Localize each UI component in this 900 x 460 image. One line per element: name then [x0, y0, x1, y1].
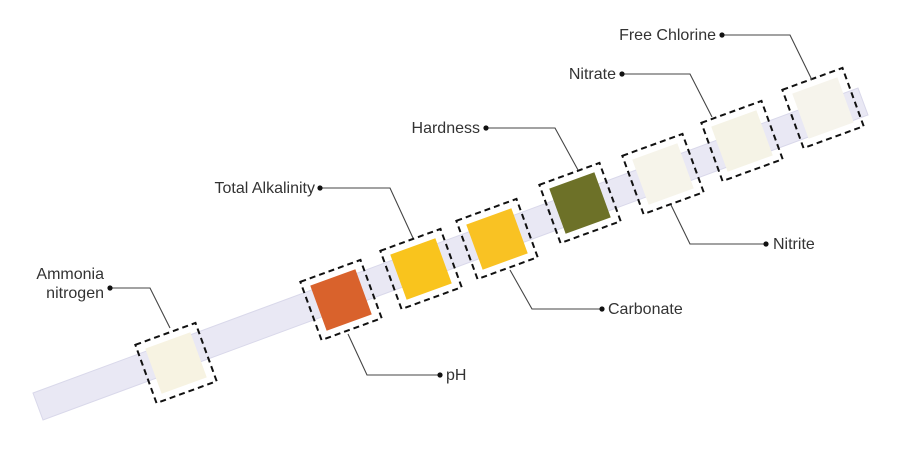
dashed-box-ph [299, 258, 383, 342]
pad-total-alkalinity-group [379, 227, 463, 311]
label-nitrate: Nitrate [568, 66, 616, 83]
dot-hardness [483, 125, 489, 131]
dashed-box-free-chlorine [781, 66, 865, 150]
label-total-alkalinity: Total Alkalinity [214, 180, 316, 197]
pad-hardness [549, 172, 611, 234]
pad-ammonia-nitrogen-group [134, 321, 218, 405]
dashed-box-ammonia-nitrogen [134, 321, 218, 405]
label-nitrite: Nitrite [773, 236, 815, 253]
label-carbonate: Carbonate [608, 301, 683, 318]
label-ammonia-nitrogen: Ammonia nitrogen [20, 265, 104, 303]
dot-nitrite [763, 241, 769, 247]
dashed-box-hardness [538, 161, 622, 245]
pad-hardness-group [538, 161, 622, 245]
pad-nitrite [632, 143, 694, 205]
label-ammonia-line2: nitrogen [46, 285, 104, 302]
pad-free-chlorine-group [781, 66, 865, 150]
dashed-box-nitrate [700, 99, 784, 183]
leader-dots [107, 32, 769, 378]
dot-free-chlorine [719, 32, 725, 38]
leader-hardness [486, 127, 579, 171]
leader-lines [110, 34, 813, 376]
leader-total-alkalinity [320, 187, 414, 239]
leader-free-chlorine [722, 34, 813, 81]
pad-nitrate [711, 110, 773, 172]
dot-ammonia-nitrogen [107, 285, 113, 291]
leader-nitrate [622, 73, 713, 118]
label-ammonia-line1: Ammonia [36, 266, 104, 283]
pad-total-alkalinity [390, 238, 452, 300]
pad-carbonate [466, 208, 528, 270]
dashed-box-total-alkalinity [379, 227, 463, 311]
pad-free-chlorine [792, 77, 854, 139]
label-free-chlorine: Free Chlorine [619, 27, 716, 44]
leader-ammonia-nitrogen [110, 287, 171, 329]
pad-nitrate-group [700, 99, 784, 183]
dot-carbonate [599, 306, 605, 312]
dot-ph [437, 372, 443, 378]
pads-group [134, 66, 865, 405]
pad-ammonia-nitrogen [145, 332, 207, 394]
leader-ph [347, 333, 440, 376]
leader-nitrite [670, 204, 766, 245]
pad-nitrite-group [621, 132, 705, 216]
dot-total-alkalinity [317, 185, 323, 191]
pad-ph-group [299, 258, 383, 342]
dot-nitrate [619, 71, 625, 77]
dashed-box-carbonate [455, 197, 539, 281]
leader-carbonate [509, 269, 602, 310]
dashed-box-nitrite [621, 132, 705, 216]
pad-ph [310, 269, 372, 331]
pad-carbonate-group [455, 197, 539, 281]
label-hardness: Hardness [411, 120, 480, 137]
label-ph: pH [446, 367, 467, 384]
